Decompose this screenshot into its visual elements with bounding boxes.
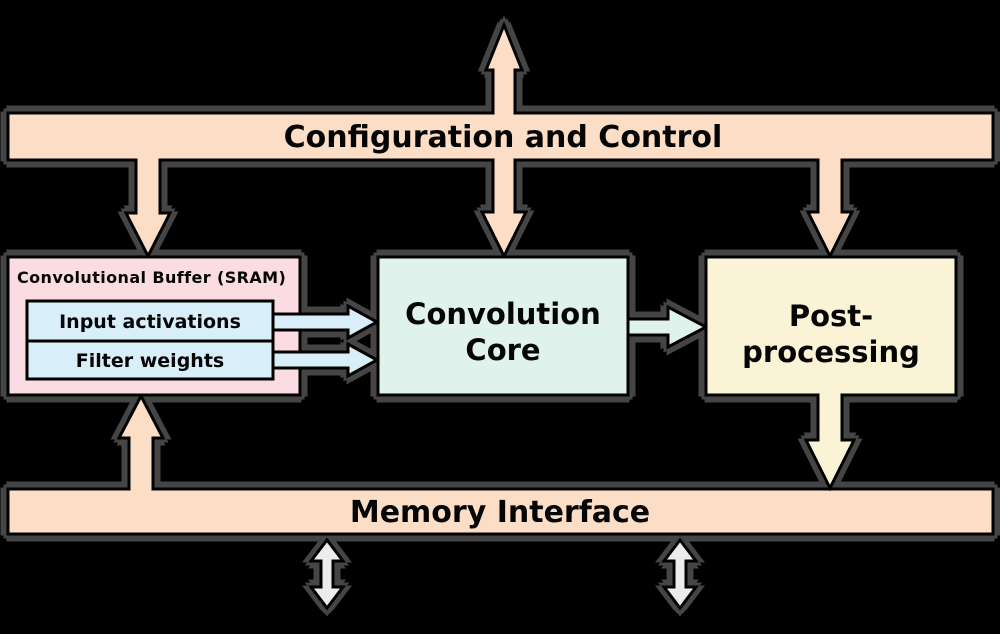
config-bar-label: Configuration and Control bbox=[284, 120, 723, 155]
buffer-title-label: Convolutional Buffer (SRAM) bbox=[17, 268, 286, 287]
core-label-line2: Core bbox=[465, 333, 540, 367]
weights-to-core-arrow bbox=[271, 341, 381, 379]
post-box-fill-overlay bbox=[707, 258, 955, 394]
input-activations-box bbox=[25, 299, 275, 343]
input-activations-label: Input activations bbox=[59, 311, 241, 333]
memory-bar-label: Memory Interface bbox=[350, 495, 650, 530]
post-label-line2: processing bbox=[742, 335, 920, 369]
memory-external-left-arrow bbox=[307, 537, 347, 611]
convolution-core-box bbox=[376, 255, 630, 397]
core-to-post-arrow bbox=[626, 304, 710, 350]
memory-bar-fill-overlay bbox=[9, 490, 992, 533]
core-label-line1: Convolution bbox=[405, 297, 601, 331]
post-label-line1: Post- bbox=[789, 299, 873, 333]
memory-external-right-arrow bbox=[660, 537, 700, 611]
filter-weights-label: Filter weights bbox=[76, 350, 224, 372]
config-bar-fill-overlay bbox=[9, 114, 992, 159]
activations-to-core-arrow bbox=[271, 303, 381, 341]
filter-weights-box bbox=[25, 339, 275, 381]
